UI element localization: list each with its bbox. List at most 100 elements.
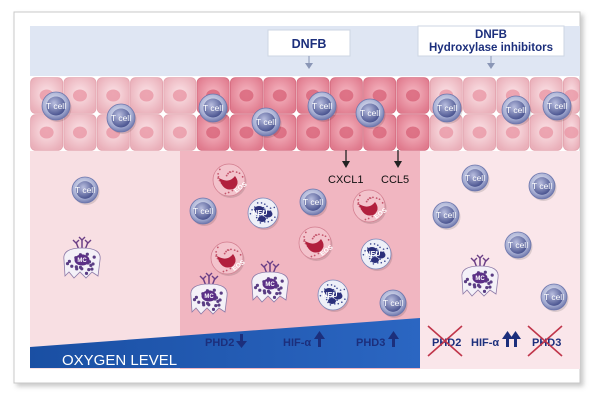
t-cell: T cell: [198, 93, 229, 124]
cross-marks: [427, 325, 563, 357]
t-cell-label: T cell: [547, 101, 567, 111]
arrow-down-icon: [236, 334, 247, 348]
t-cell-label: T cell: [508, 240, 528, 250]
mast-cell: MC: [63, 236, 101, 279]
t-cell-label: T cell: [383, 298, 403, 308]
dnfb-left-label: DNFB: [292, 37, 327, 51]
epithelial-nucleus: [539, 126, 554, 139]
cross-icon: [427, 325, 463, 357]
t-cell-label: T cell: [111, 113, 131, 123]
mast-cell: MC: [461, 254, 499, 297]
t-cell: T cell: [41, 91, 72, 122]
t-cell: T cell: [106, 103, 137, 134]
epithelial-nucleus: [472, 126, 487, 139]
eosinophil: EOS: [212, 163, 249, 198]
t-cell-label: T cell: [312, 101, 332, 111]
t-cell-label: T cell: [46, 101, 66, 111]
phd3-middle-label: PHD3: [356, 337, 385, 349]
t-cell: T cell: [355, 98, 386, 129]
t-cell-label: T cell: [532, 181, 552, 191]
ccl5-label: CCL5: [381, 174, 409, 186]
epithelial-nucleus: [139, 89, 154, 102]
epithelial-nucleus: [206, 126, 221, 139]
t-cell: T cell: [299, 188, 328, 217]
hydroxylase-label: Hydroxylase inhibitors: [429, 42, 553, 54]
t-cell: T cell: [379, 289, 408, 318]
t-cell-label: T cell: [544, 292, 564, 302]
oxygen-level-wedge: [30, 318, 420, 368]
t-cell: T cell: [71, 176, 100, 205]
chemokine-arrows: CXCL1 CCL5: [328, 150, 409, 186]
immune-cells: T cell T cell T cell T cell T cell T cell T ce…: [41, 91, 573, 318]
epithelial-nucleus: [306, 126, 321, 139]
epithelial-nucleus: [405, 89, 420, 102]
arrow-up-icon: [388, 331, 399, 347]
t-cell: T cell: [540, 283, 569, 312]
oxygen-level-label: OXYGEN LEVEL: [62, 352, 177, 369]
t-cell: T cell: [251, 107, 282, 138]
t-cell: T cell: [461, 164, 490, 193]
dnfb-right-label: DNFB: [475, 29, 507, 41]
t-cell-label: T cell: [465, 173, 485, 183]
marker-arrows: [236, 331, 521, 348]
epithelial-nucleus: [72, 89, 87, 102]
epithelial-nucleus: [472, 89, 487, 102]
double-arrow-up-icon: [502, 331, 521, 347]
t-cell: T cell: [432, 93, 463, 124]
neutrophil-label: NEU: [323, 292, 338, 299]
epithelial-nucleus: [239, 89, 254, 102]
hif-right-label: HIF-α: [471, 337, 499, 349]
epithelial-nucleus: [239, 126, 254, 139]
t-cell-label: T cell: [437, 103, 457, 113]
epithelial-nucleus: [139, 126, 154, 139]
epithelial-nucleus: [372, 89, 387, 102]
mast-cell-label: MC: [204, 294, 214, 300]
t-cell: T cell: [189, 197, 218, 226]
epithelial-nucleus: [372, 126, 387, 139]
cross-icon: [527, 325, 563, 357]
t-cell-label: T cell: [203, 103, 223, 113]
epithelial-nucleus: [39, 126, 54, 139]
phd2-middle-label: PHD2: [205, 337, 234, 349]
dnfb-right-box: DNFB Hydroxylase inhibitors: [417, 25, 565, 69]
arrow-up-icon: [314, 331, 325, 347]
epithelial-nucleus: [564, 126, 579, 139]
t-cell-label: T cell: [360, 108, 380, 118]
t-cell-label: T cell: [436, 210, 456, 220]
epithelium-layer: [30, 77, 580, 151]
t-cell: T cell: [432, 201, 461, 230]
t-cell-label: T cell: [75, 185, 95, 195]
epithelial-nucleus: [72, 126, 87, 139]
epithelial-nucleus: [106, 89, 121, 102]
epithelial-nucleus: [439, 126, 454, 139]
t-cell: T cell: [542, 91, 573, 122]
eosinophil: EOS: [298, 226, 335, 261]
t-cell-label: T cell: [303, 197, 323, 207]
t-cell: T cell: [504, 231, 533, 260]
t-cell-label: T cell: [193, 206, 213, 216]
epithelial-nucleus: [405, 126, 420, 139]
hif-middle-label: HIF-α: [283, 337, 311, 349]
epithelial-nucleus: [339, 126, 354, 139]
epithelial-nucleus: [172, 126, 187, 139]
t-cell: T cell: [528, 172, 557, 201]
t-cell-label: T cell: [506, 105, 526, 115]
neutrophil-label: NEU: [366, 251, 381, 258]
eosinophil: EOS: [210, 241, 247, 276]
neutrophil: NEU: [247, 197, 280, 230]
mast-cell-label: MC: [265, 282, 275, 288]
neutrophil: NEU: [360, 238, 393, 271]
neutrophil: NEU: [317, 279, 350, 312]
t-cell: T cell: [501, 95, 532, 126]
epithelial-nucleus: [172, 89, 187, 102]
cxcl1-label: CXCL1: [328, 174, 363, 186]
epithelial-nucleus: [272, 89, 287, 102]
dnfb-left-box: DNFB: [267, 29, 351, 69]
mast-cell: MC: [251, 260, 289, 303]
mast-cell-label: MC: [475, 276, 485, 282]
tissue-left: [30, 151, 180, 369]
mast-cell-label: MC: [77, 258, 87, 264]
eosinophil: EOS: [352, 189, 389, 224]
